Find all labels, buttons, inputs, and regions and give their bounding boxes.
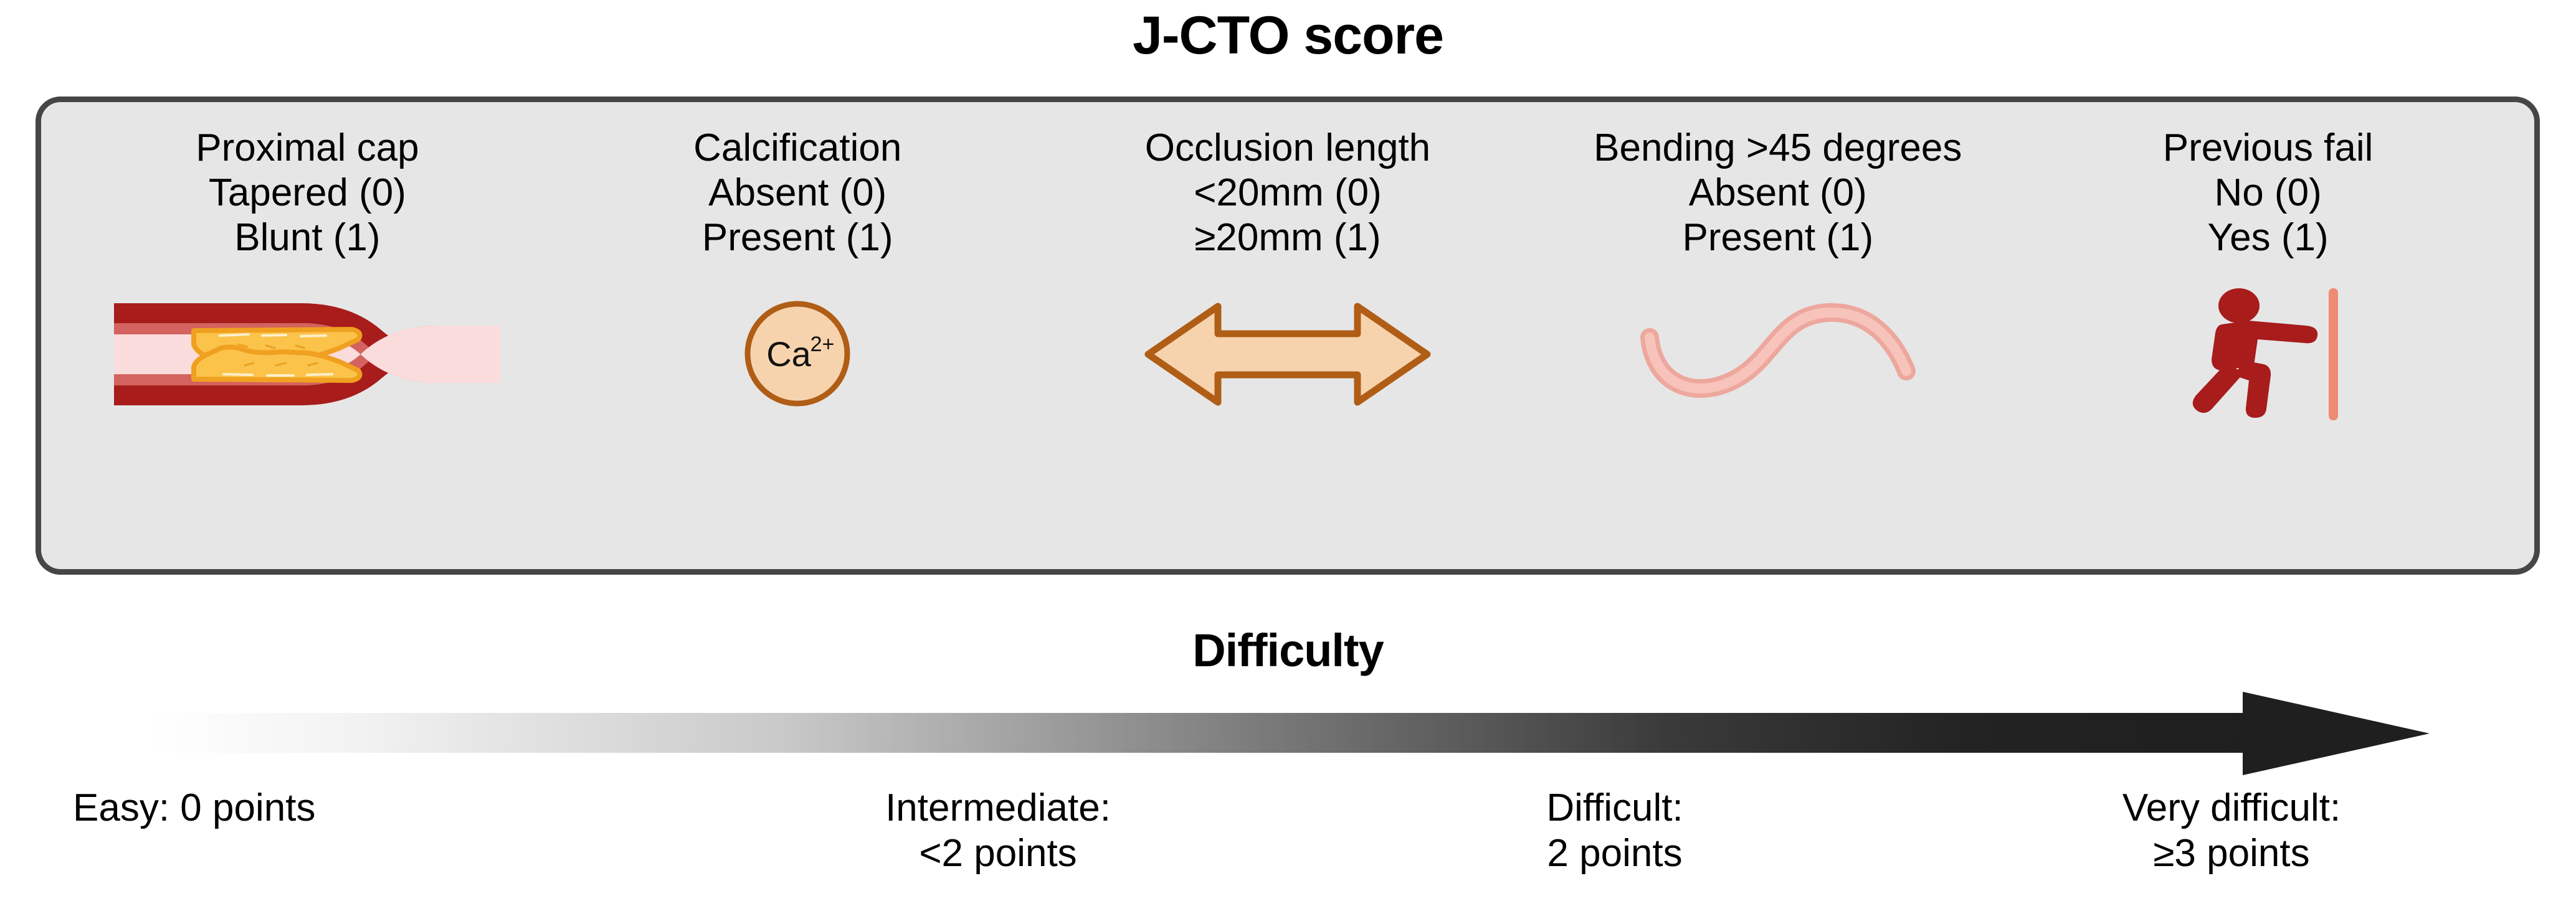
legend-line-2: ≥3 points <box>2153 831 2310 875</box>
criterion-bending: Bending >45 degrees Absent (0) Present (… <box>1533 126 2023 432</box>
legend-line-1: Very difficult: <box>2122 786 2341 829</box>
criterion-title: Proximal cap <box>196 126 419 169</box>
calcium-ion-icon: Ca 2+ <box>553 276 1043 432</box>
tortuous-vessel-icon <box>1533 276 2023 432</box>
criterion-title: Calcification <box>693 126 902 169</box>
criterion-previous-fail: Previous fail No (0) Yes (1) <box>2023 126 2513 432</box>
double-arrow-icon <box>1043 276 1533 432</box>
calcium-ion-superscript: 2+ <box>810 332 834 356</box>
criterion-option-zero: Tapered (0) <box>208 171 406 214</box>
legend-item-easy: Easy: 0 points <box>36 786 690 876</box>
criterion-calcification: Calcification Absent (0) Present (1) Ca … <box>553 126 1043 432</box>
criteria-panel: Proximal cap Tapered (0) Blunt (1) <box>36 97 2540 575</box>
difficulty-title: Difficulty <box>1192 625 1384 676</box>
difficulty-legend: Easy: 0 points Intermediate: <2 points D… <box>36 786 2540 876</box>
calcium-ion-label: Ca <box>766 334 811 374</box>
page-title: J-CTO score <box>1133 6 1444 65</box>
criterion-option-zero: No (0) <box>2214 171 2322 214</box>
criterion-option-zero: Absent (0) <box>708 171 887 214</box>
legend-item-very-difficult: Very difficult: ≥3 points <box>1923 786 2540 876</box>
legend-line-1: Intermediate: <box>885 786 1111 829</box>
legend-line-2: 2 points <box>1547 831 1683 875</box>
criterion-option-one: Present (1) <box>1682 215 1874 259</box>
legend-item-difficult: Difficult: 2 points <box>1306 786 1923 876</box>
criterion-option-one: Present (1) <box>701 215 893 259</box>
occluded-artery-icon <box>62 276 553 432</box>
criterion-title: Bending >45 degrees <box>1594 126 1962 169</box>
legend-line-1: Difficult: <box>1546 786 1683 829</box>
criterion-occlusion-length: Occlusion length <20mm (0) ≥20mm (1) <box>1043 126 1533 432</box>
legend-line-2: <2 points <box>919 831 1077 875</box>
criterion-option-one: Yes (1) <box>2207 215 2329 259</box>
person-pushing-wall-icon <box>2023 276 2513 432</box>
criterion-option-zero: Absent (0) <box>1688 171 1867 214</box>
criterion-title: Occlusion length <box>1144 126 1431 169</box>
legend-item-intermediate: Intermediate: <2 points <box>690 786 1306 876</box>
criterion-option-one: Blunt (1) <box>234 215 381 259</box>
criterion-proximal-cap: Proximal cap Tapered (0) Blunt (1) <box>62 126 553 432</box>
criterion-option-zero: <20mm (0) <box>1194 171 1382 214</box>
criterion-title: Previous fail <box>2162 126 2374 169</box>
legend-line-1: Easy: 0 points <box>73 786 316 829</box>
criterion-option-one: ≥20mm (1) <box>1194 215 1381 259</box>
criteria-row: Proximal cap Tapered (0) Blunt (1) <box>41 102 2534 569</box>
gradient-right-arrow-icon <box>150 687 2430 780</box>
